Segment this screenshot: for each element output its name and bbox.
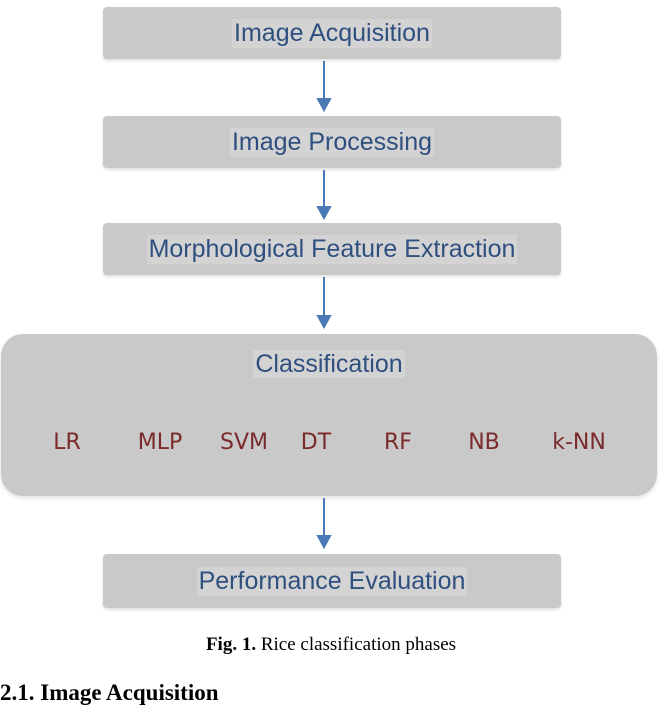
step-performance-evaluation: Performance Evaluation <box>103 554 561 608</box>
figure-caption-label: Fig. 1. <box>205 634 257 655</box>
figure-caption: Fig. 1. Rice classification phases <box>0 634 662 656</box>
step-classification-label: Classification <box>253 350 405 378</box>
step-classification: Classification LR MLP SVM DT RF NB k-NN <box>1 334 657 496</box>
figure-caption-text: Rice classification phases <box>256 634 457 655</box>
method-dt: DT <box>300 430 332 455</box>
step-feature-extraction: Morphological Feature Extraction <box>103 223 561 275</box>
step-image-acquisition: Image Acquisition <box>103 7 561 59</box>
step-classification-title: Classification <box>1 350 657 379</box>
section-heading: 2.1. Image Acquisition <box>0 680 219 705</box>
step-image-processing: Image Processing <box>103 116 561 168</box>
method-knn: k-NN <box>552 430 606 455</box>
method-svm: SVM <box>220 430 268 455</box>
method-nb: NB <box>468 430 500 455</box>
arrow-processing-to-extraction <box>316 170 332 221</box>
step-image-processing-label: Image Processing <box>229 127 435 157</box>
step-performance-evaluation-label: Performance Evaluation <box>196 566 468 596</box>
arrow-classification-to-evaluation <box>316 498 332 550</box>
arrow-acquisition-to-processing <box>316 61 332 113</box>
method-lr: LR <box>53 430 81 455</box>
step-image-acquisition-label: Image Acquisition <box>232 18 432 48</box>
method-rf: RF <box>384 430 412 455</box>
method-mlp: MLP <box>137 430 183 455</box>
arrow-extraction-to-classification <box>316 277 332 330</box>
step-feature-extraction-label: Morphological Feature Extraction <box>146 234 518 264</box>
